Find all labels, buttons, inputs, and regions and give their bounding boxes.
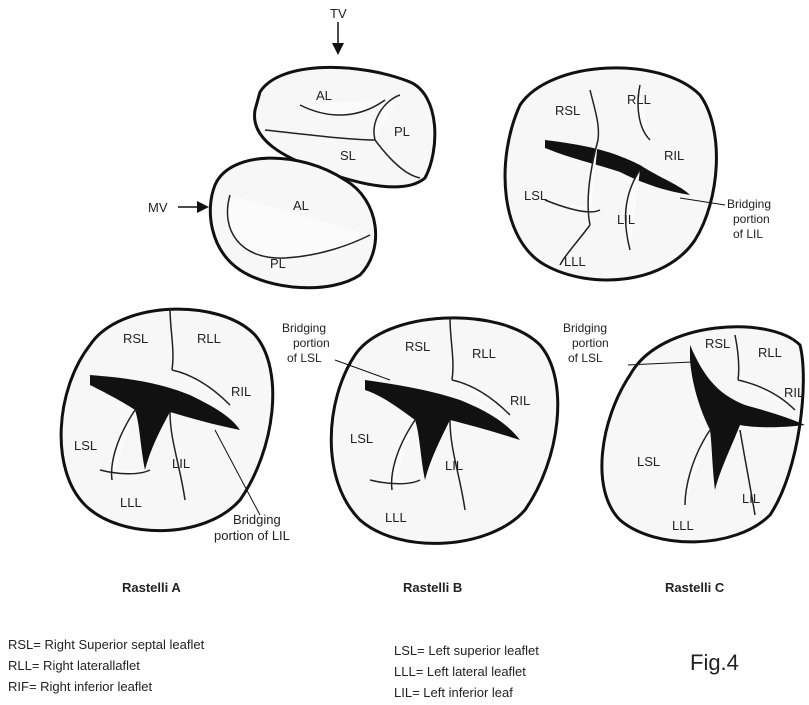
rastelli-b-valve: RSL RLL RIL LSL LIL LLL Bridging portion… — [282, 318, 558, 595]
rastelli-a-lll: LLL — [120, 495, 142, 510]
legend-item-rsl: RSL= Right Superior septal leaflet — [8, 634, 204, 655]
avsd-valve-top: RSL RLL RIL LSL LIL LLL Bridging portion… — [505, 68, 771, 280]
tv-sl-label: SL — [340, 148, 356, 163]
legend-item-lll: LLL= Left lateral leaflet — [394, 661, 539, 682]
rastelli-a-rll: RLL — [197, 331, 221, 346]
avsd-top-lil: LIL — [617, 212, 635, 227]
avsd-top-lll: LLL — [564, 254, 586, 269]
rastelli-c-ril: RIL — [784, 385, 804, 400]
rastelli-c-rsl: RSL — [705, 336, 730, 351]
rastelli-a-ril: RIL — [231, 384, 251, 399]
rastelli-b-note-2: portion — [293, 336, 330, 350]
avsd-top-note-1: Bridging — [727, 197, 771, 211]
avsd-top-rll: RLL — [627, 92, 651, 107]
rastelli-b-caption: Rastelli B — [403, 580, 462, 595]
rastelli-a-lsl: LSL — [74, 438, 97, 453]
tv-al-label: AL — [316, 88, 332, 103]
mv-label: MV — [148, 200, 168, 215]
rastelli-a-caption: Rastelli A — [122, 580, 181, 595]
rastelli-b-lil: LIL — [445, 458, 463, 473]
rastelli-c-lsl: LSL — [637, 454, 660, 469]
normal-valves: TV MV AL PL SL AL PL — [148, 6, 435, 288]
rastelli-c-note-2: portion — [572, 336, 609, 350]
tv-pl-label: PL — [394, 124, 410, 139]
rastelli-c-note-1: Bridging — [563, 321, 607, 335]
legend-right-valve: RSL= Right Superior septal leaflet RLL= … — [8, 634, 204, 697]
rastelli-b-rsl: RSL — [405, 339, 430, 354]
rastelli-b-lll: LLL — [385, 510, 407, 525]
avsd-top-ril: RIL — [664, 148, 684, 163]
avsd-top-rsl: RSL — [555, 103, 580, 118]
legend-item-rll: RLL= Right laterallaflet — [8, 655, 204, 676]
mv-al-label: AL — [293, 198, 309, 213]
rastelli-c-lil: LIL — [742, 491, 760, 506]
legend-item-rif: RIF= Right inferior leaflet — [8, 676, 204, 697]
rastelli-c-note-3: of LSL — [568, 351, 603, 365]
legend-item-lsl: LSL= Left superior leaflet — [394, 640, 539, 661]
rastelli-b-rll: RLL — [472, 346, 496, 361]
legend-item-lil: LIL= Left inferior leaf — [394, 682, 539, 703]
rastelli-b-note-1: Bridging — [282, 321, 326, 335]
figure-label: Fig.4 — [690, 650, 739, 676]
rastelli-c-rll: RLL — [758, 345, 782, 360]
rastelli-a-valve: RSL RLL RIL LSL LIL LLL Bridging portion… — [61, 308, 290, 595]
rastelli-a-lil: LIL — [172, 456, 190, 471]
avsd-top-note-3: of LIL — [733, 227, 763, 241]
avsd-top-outline — [505, 68, 716, 280]
rastelli-b-ril: RIL — [510, 393, 530, 408]
avsd-top-lsl: LSL — [524, 188, 547, 203]
legend-left-valve: LSL= Left superior leaflet LLL= Left lat… — [394, 640, 539, 703]
rastelli-c-caption: Rastelli C — [665, 580, 725, 595]
rastelli-a-rsl: RSL — [123, 331, 148, 346]
rastelli-a-note-1: Bridging — [233, 512, 281, 527]
rastelli-a-note-2: portion of LIL — [214, 528, 290, 543]
rastelli-b-lsl: LSL — [350, 431, 373, 446]
rastelli-c-lll: LLL — [672, 518, 694, 533]
rastelli-a-outline — [61, 309, 273, 531]
rastelli-b-note-3: of LSL — [287, 351, 322, 365]
mv-pl-label: PL — [270, 256, 286, 271]
rastelli-c-valve: RSL RLL RIL LSL LIL LLL Bridging portion… — [563, 321, 805, 595]
avsd-top-note-2: portion — [733, 212, 770, 226]
tv-label: TV — [330, 6, 347, 21]
